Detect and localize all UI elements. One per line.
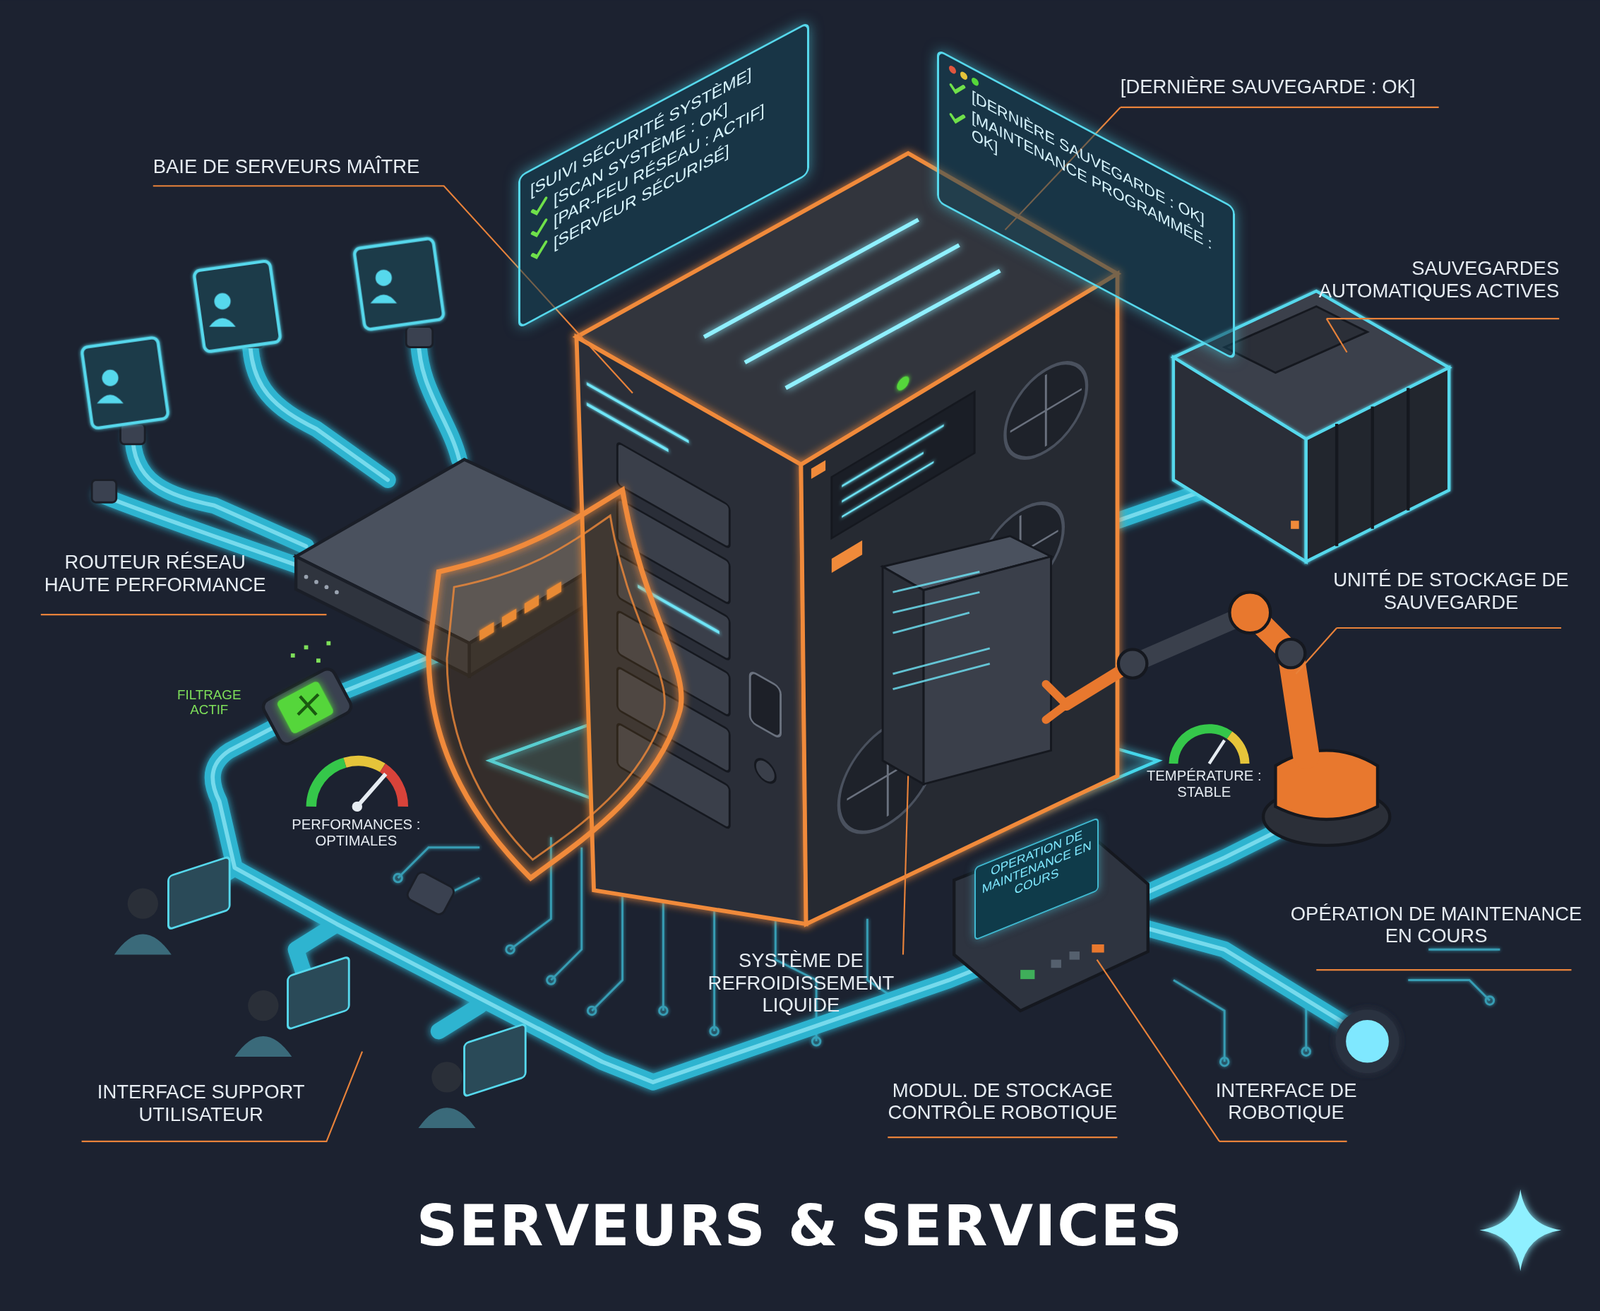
- user-cards: [81, 237, 445, 429]
- temperature-gauge: [1173, 728, 1245, 764]
- callout-label: SYSTÈME DE REFROIDISSEMENT LIQUIDE: [694, 948, 909, 1017]
- check-icon: [530, 237, 548, 265]
- callout-label: PERFORMANCES : OPTIMALES: [279, 816, 433, 850]
- shield-icon: [446, 515, 665, 860]
- callout-label: INTERFACE DE ROBOTIQUE: [1201, 1078, 1370, 1124]
- check-icon: [948, 76, 966, 103]
- diagram-title: SERVEURS & SERVICES: [0, 1191, 1600, 1259]
- callout-label: MODUL. DE STOCKAGE CONTRÔLE ROBOTIQUE: [877, 1078, 1128, 1124]
- check-mark: [532, 198, 546, 216]
- star-icon: [1479, 1189, 1562, 1271]
- callout-label: BAIE DE SERVEURS MAÎTRE: [153, 155, 421, 178]
- window-dot: [948, 64, 957, 75]
- leader-lines: [40, 107, 1572, 1142]
- performance-gauge: [311, 760, 404, 812]
- robot-arm: [1045, 591, 1390, 845]
- callout-label: [DERNIÈRE SAUVEGARDE : OK]: [1120, 75, 1416, 99]
- callout-label: TEMPÉRATURE : STABLE: [1132, 767, 1276, 801]
- callout-label: ROUTEUR RÉSEAU HAUTE PERFORMANCE: [32, 550, 278, 596]
- filter-module: [260, 641, 354, 748]
- server-rack: [576, 153, 1118, 924]
- callout-label: OPÉRATION DE MAINTENANCE EN COURS: [1275, 902, 1597, 947]
- check-mark: [532, 241, 546, 259]
- cable-pipes: [91, 326, 1394, 1082]
- check-icon: [948, 105, 966, 132]
- window-dot: [971, 76, 979, 87]
- check-icon: [530, 215, 548, 243]
- callout-label: FILTRAGE ACTIF: [168, 687, 250, 718]
- check-mark: [532, 220, 546, 238]
- callout-label: UNITÉ DE STOCKAGE DE SAUVEGARDE: [1328, 568, 1574, 613]
- window-dot: [960, 70, 968, 82]
- callout-label: INTERFACE SUPPORT UTILISATEUR: [73, 1080, 329, 1125]
- check-mark: [951, 80, 964, 97]
- check-mark: [951, 109, 964, 126]
- shield-icon: [428, 490, 682, 878]
- callout-label: SAUVEGARDES AUTOMATIQUES ACTIVES: [1283, 257, 1560, 302]
